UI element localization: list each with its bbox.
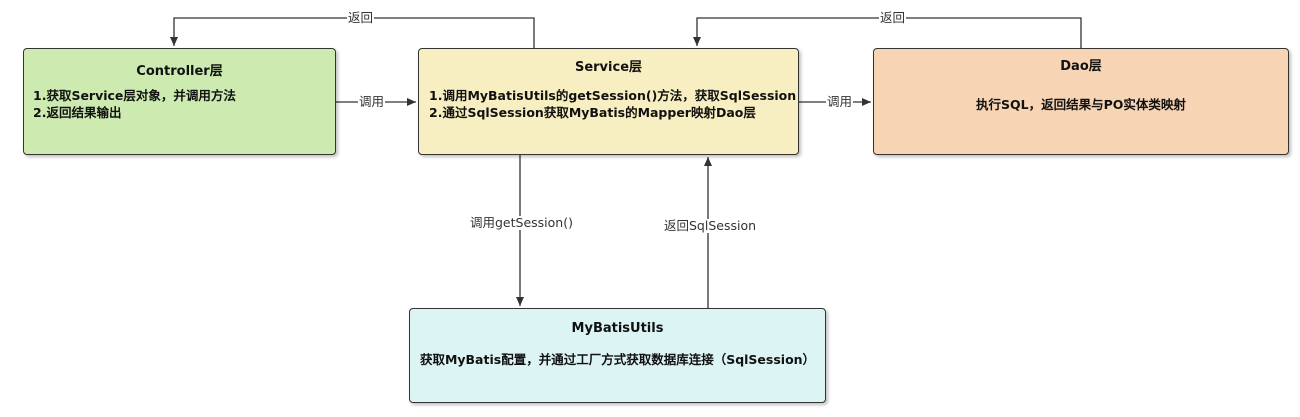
service-line-1: 1.调用MyBatisUtils的getSession()方法，获取SqlSes… bbox=[429, 88, 797, 103]
edge-label-service-to-utils: 调用getSession() bbox=[469, 215, 574, 230]
edge-label-controller-to-service: 调用 bbox=[358, 94, 386, 109]
service-node: Service层 1.调用MyBatisUtils的getSession()方法… bbox=[418, 48, 799, 155]
service-title: Service层 bbox=[574, 60, 643, 75]
mybatisutils-title: MyBatisUtils bbox=[571, 321, 664, 336]
controller-line-1: 1.获取Service层对象，并调用方法 bbox=[33, 88, 236, 103]
edge-label-service-to-controller: 返回 bbox=[347, 10, 375, 25]
service-line-2: 2.通过SqlSession获取MyBatis的Mapper映射Dao层 bbox=[429, 105, 756, 120]
controller-title: Controller层 bbox=[136, 64, 223, 79]
edge-label-dao-to-service: 返回 bbox=[879, 10, 907, 25]
controller-node: Controller层 1.获取Service层对象，并调用方法 2.返回结果输… bbox=[23, 48, 336, 155]
dao-line-1: 执行SQL，返回结果与PO实体类映射 bbox=[976, 97, 1186, 112]
mybatisutils-node: MyBatisUtils 获取MyBatis配置，并通过工厂方式获取数据库连接（… bbox=[409, 308, 826, 403]
edge-label-service-to-dao: 调用 bbox=[826, 94, 854, 109]
dao-title: Dao层 bbox=[1060, 59, 1102, 74]
edge-label-utils-to-service: 返回SqlSession bbox=[663, 218, 758, 233]
dao-node: Dao层 执行SQL，返回结果与PO实体类映射 bbox=[873, 48, 1289, 155]
mybatisutils-line-1: 获取MyBatis配置，并通过工厂方式获取数据库连接（SqlSession） bbox=[419, 352, 816, 367]
controller-line-2: 2.返回结果输出 bbox=[33, 105, 122, 120]
